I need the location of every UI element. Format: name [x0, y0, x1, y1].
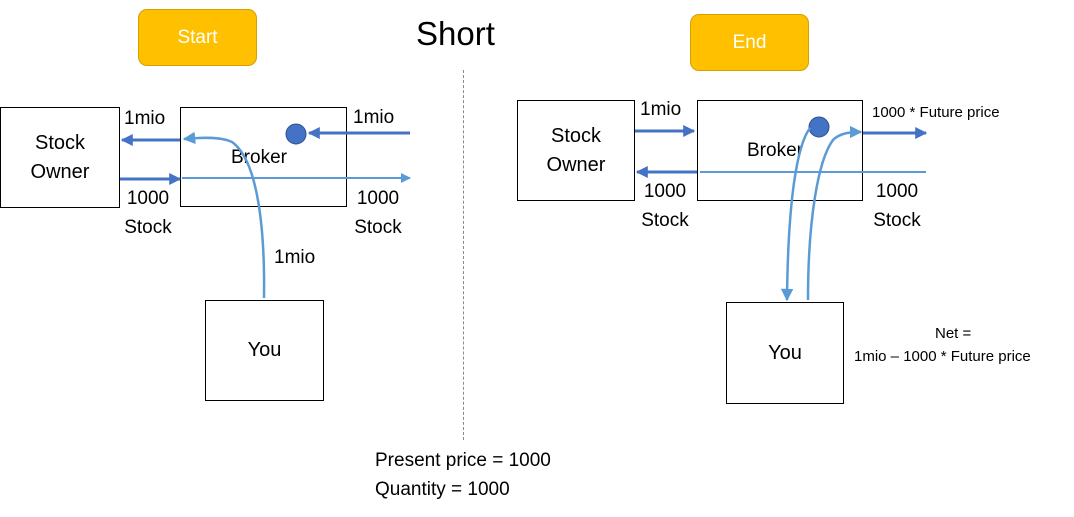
end-stock-right-label: 1000 Stock	[866, 177, 928, 235]
end-broker-to-you-arrow	[780, 127, 812, 302]
end-net-title: Net =	[935, 325, 972, 342]
start-money-left-label: 1mio	[124, 108, 166, 129]
start-stock-owner-line2: Owner	[30, 160, 90, 183]
start-broker-box	[180, 107, 347, 207]
end-broker-box	[697, 100, 863, 201]
end-stock-owner-line2: Owner	[546, 153, 606, 176]
start-stock-owner-line1: Stock	[34, 131, 86, 154]
section-divider	[463, 70, 464, 440]
end-you-to-future-arrow	[806, 125, 863, 301]
start-money-right-label: 1mio	[353, 107, 395, 128]
quantity-text: Quantity = 1000	[375, 479, 510, 500]
end-money-left-label: 1mio	[640, 99, 682, 120]
diagram-title: Short	[416, 15, 495, 52]
start-stock-right-label: 1000 Stock	[347, 184, 409, 242]
end-stock-left-unit: Stock	[641, 210, 689, 231]
start-you-label: You	[247, 339, 282, 361]
start-stock-right-qty: 1000	[356, 188, 400, 209]
end-net-formula: 1mio – 1000 * Future price	[854, 348, 1031, 365]
end-you-label: You	[768, 341, 802, 364]
end-badge: End	[690, 14, 809, 71]
end-stock-owner-line1: Stock	[550, 124, 602, 147]
present-price-text: Present price = 1000	[375, 450, 551, 471]
start-broker-label: Broker	[231, 147, 287, 168]
end-broker-dot	[808, 116, 830, 138]
end-you-box: You	[726, 302, 844, 404]
end-stock-right-qty: 1000	[875, 181, 919, 202]
start-you-money-label: 1mio	[274, 247, 316, 268]
start-stock-right-unit: Stock	[354, 217, 402, 238]
end-stock-left-label: 1000 Stock	[635, 177, 695, 235]
start-stock-left-qty: 1000	[126, 188, 170, 209]
end-broker-label: Broker	[747, 140, 803, 161]
start-you-box: You	[205, 300, 324, 401]
end-stock-left-qty: 1000	[643, 181, 687, 202]
end-future-price-label: 1000 * Future price	[872, 104, 1000, 121]
start-broker-dot	[285, 123, 307, 145]
start-you-money-arrow	[182, 131, 266, 299]
start-badge: Start	[138, 9, 257, 66]
end-stock-right-unit: Stock	[873, 210, 921, 231]
start-stock-left-label: 1000 Stock	[118, 184, 178, 242]
start-stock-left-unit: Stock	[124, 217, 172, 238]
